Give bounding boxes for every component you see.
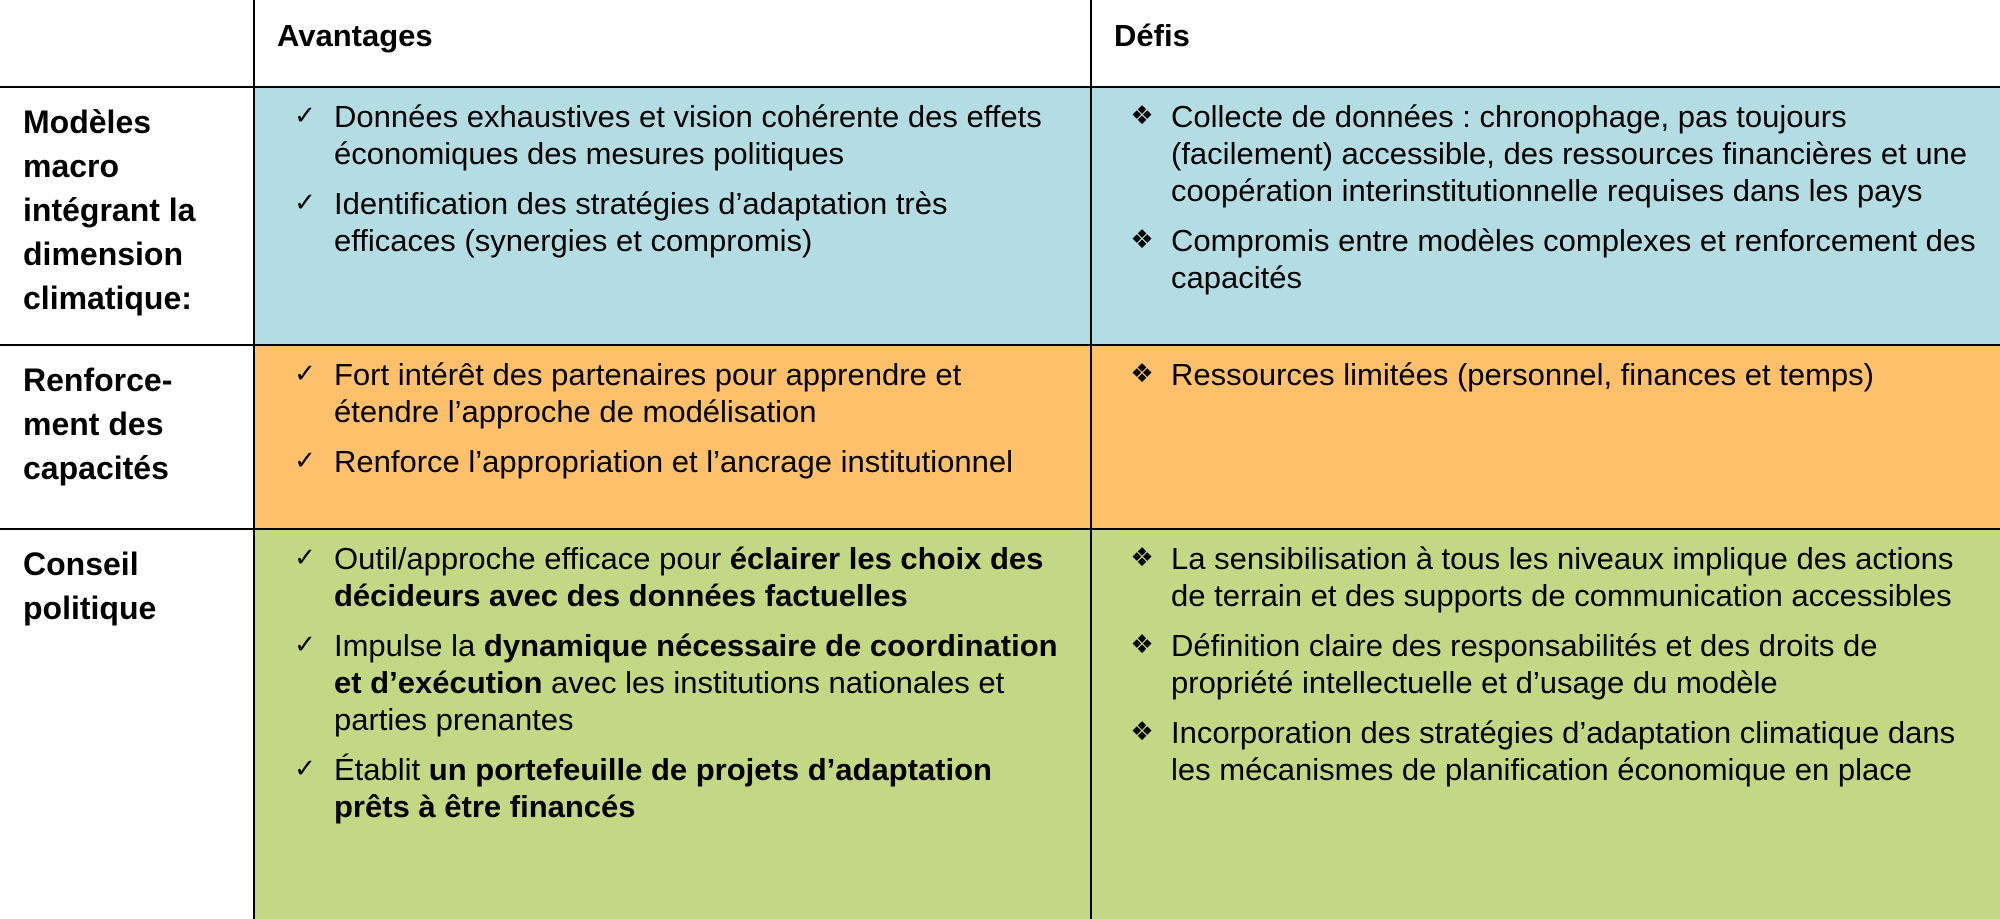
row-label-capacity-building: Renforce-ment des capacités [0, 346, 253, 530]
challenges-cell-policy-advice: ❖ La sensibilisation à tous les niveaux i… [1090, 530, 2000, 919]
list-item: ❖ Compromis entre modèles complexes et re… [1092, 222, 1980, 296]
checkmark-icon: ✓ [294, 630, 316, 660]
list-item-text: Outil/approche efficace pour éclairer le… [334, 540, 1070, 614]
advantages-cell-capacity-building: ✓ Fort intérêt des partenaires pour appre… [253, 346, 1090, 530]
text-segment: Impulse la [334, 628, 484, 663]
list-item: ✓ Établit un portefeuille de projets d’ad… [255, 751, 1070, 825]
text-segment: Identification des stratégies d’adaptati… [334, 186, 948, 258]
header-challenges: Défis [1090, 0, 2000, 88]
challenges-list: ❖ Collecte de données : chronophage, pas … [1092, 98, 1980, 296]
checkmark-icon: ✓ [294, 446, 316, 476]
advantages-list: ✓ Fort intérêt des partenaires pour appre… [255, 356, 1070, 480]
list-item-text: Établit un portefeuille de projets d’ada… [334, 751, 1070, 825]
advantages-cell-macro-models: ✓ Données exhaustives et vision cohérente… [253, 88, 1090, 346]
emphasis-text: un portefeuille de projets d’adaptation … [334, 752, 992, 824]
text-segment: Renforce l’appropriation et l’ancrage in… [334, 444, 1013, 479]
list-item-text: Données exhaustives et vision cohérente … [334, 98, 1070, 172]
list-item-text: Définition claire des responsabilités et… [1171, 627, 1980, 701]
challenges-cell-capacity-building: ❖ Ressources limitées (personnel, finance… [1090, 346, 2000, 530]
checkmark-icon: ✓ [294, 188, 316, 218]
text-segment: Fort intérêt des partenaires pour appren… [334, 357, 962, 429]
list-item: ✓ Impulse la dynamique nécessaire de coor… [255, 627, 1070, 738]
list-item: ✓ Données exhaustives et vision cohérente… [255, 98, 1070, 172]
list-item: ✓ Identification des stratégies d’adaptat… [255, 185, 1070, 259]
challenges-list: ❖ Ressources limitées (personnel, finance… [1092, 356, 1980, 393]
text-segment: Définition claire des responsabilités et… [1171, 628, 1878, 700]
list-item: ✓ Outil/approche efficace pour éclairer l… [255, 540, 1070, 614]
list-item-text: La sensibilisation à tous les niveaux im… [1171, 540, 1980, 614]
diamond-bullet-icon: ❖ [1130, 543, 1154, 573]
list-item: ❖ La sensibilisation à tous les niveaux i… [1092, 540, 1980, 614]
text-segment: Établit [334, 752, 429, 787]
list-item: ❖ Collecte de données : chronophage, pas … [1092, 98, 1980, 209]
row-label-policy-advice: Conseil politique [0, 530, 253, 919]
diamond-bullet-icon: ❖ [1130, 630, 1154, 660]
text-segment: Ressources limitées (personnel, finances… [1171, 357, 1874, 392]
checkmark-icon: ✓ [294, 101, 316, 131]
header-corner [0, 0, 253, 88]
list-item-text: Collecte de données : chronophage, pas t… [1171, 98, 1980, 209]
list-item-text: Compromis entre modèles complexes et ren… [1171, 222, 1980, 296]
list-item-text: Renforce l’appropriation et l’ancrage in… [334, 443, 1070, 480]
list-item: ❖ Définition claire des responsabilités e… [1092, 627, 1980, 701]
challenges-cell-macro-models: ❖ Collecte de données : chronophage, pas … [1090, 88, 2000, 346]
text-segment: Collecte de données : chronophage, pas t… [1171, 99, 1968, 208]
checkmark-icon: ✓ [294, 359, 316, 389]
text-segment: La sensibilisation à tous les niveaux im… [1171, 541, 1954, 613]
diamond-bullet-icon: ❖ [1130, 717, 1154, 747]
emphasis-text: éclairer les choix des décideurs avec de… [334, 541, 1044, 613]
header-advantages: Avantages [253, 0, 1090, 88]
advantages-list: ✓ Outil/approche efficace pour éclairer l… [255, 540, 1070, 825]
checkmark-icon: ✓ [294, 543, 316, 573]
challenges-list: ❖ La sensibilisation à tous les niveaux i… [1092, 540, 1980, 788]
list-item-text: Impulse la dynamique nécessaire de coord… [334, 627, 1070, 738]
advantages-list: ✓ Données exhaustives et vision cohérente… [255, 98, 1070, 259]
diamond-bullet-icon: ❖ [1130, 359, 1154, 389]
list-item: ❖ Ressources limitées (personnel, finance… [1092, 356, 1980, 393]
list-item-text: Identification des stratégies d’adaptati… [334, 185, 1070, 259]
list-item-text: Fort intérêt des partenaires pour appren… [334, 356, 1070, 430]
row-label-macro-models: Modèles macro intégrant la dimension cli… [0, 88, 253, 346]
text-segment: Incorporation des stratégies d’adaptatio… [1171, 715, 1956, 787]
list-item: ✓ Renforce l’appropriation et l’ancrage i… [255, 443, 1070, 480]
diamond-bullet-icon: ❖ [1130, 225, 1154, 255]
list-item-text: Incorporation des stratégies d’adaptatio… [1171, 714, 1980, 788]
diamond-bullet-icon: ❖ [1130, 101, 1154, 131]
list-item: ❖ Incorporation des stratégies d’adaptati… [1092, 714, 1980, 788]
text-segment: avec les institutions nationales et part… [334, 665, 1005, 737]
checkmark-icon: ✓ [294, 754, 316, 784]
list-item: ✓ Fort intérêt des partenaires pour appre… [255, 356, 1070, 430]
text-segment: Données exhaustives et vision cohérente … [334, 99, 1042, 171]
text-segment: Compromis entre modèles complexes et ren… [1171, 223, 1976, 295]
advantages-cell-policy-advice: ✓ Outil/approche efficace pour éclairer l… [253, 530, 1090, 919]
list-item-text: Ressources limitées (personnel, finances… [1171, 356, 1980, 393]
emphasis-text: dynamique nécessaire de coordination et … [334, 628, 1058, 700]
text-segment: Outil/approche efficace pour [334, 541, 730, 576]
